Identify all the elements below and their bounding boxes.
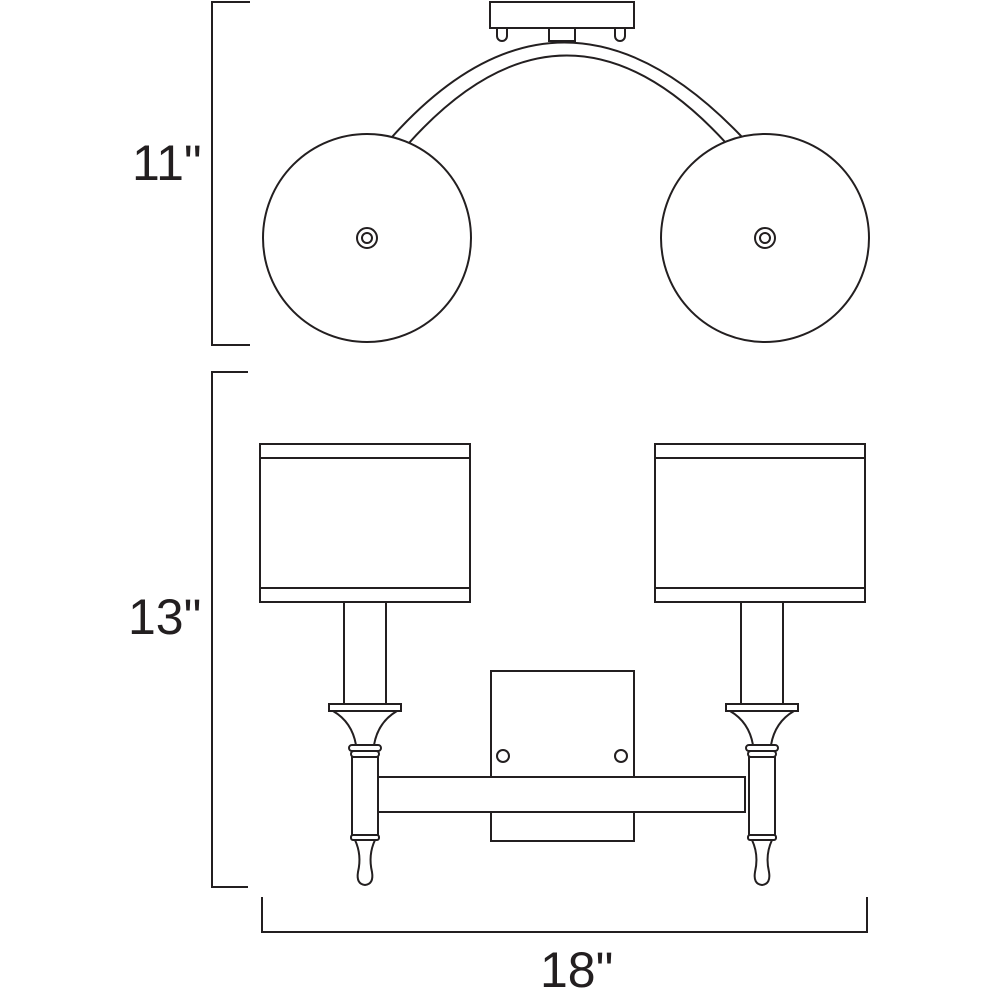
top-view bbox=[262, 1, 870, 343]
dimension-lines bbox=[211, 1, 868, 933]
dimension-label-front-height: 13" bbox=[128, 589, 202, 645]
dimension-label-top-height: 11" bbox=[132, 135, 202, 191]
shade-right bbox=[654, 443, 866, 603]
arc-arm-inner bbox=[408, 54, 727, 144]
candle-right bbox=[725, 601, 799, 886]
shade-top-right bbox=[660, 133, 870, 343]
shade-left bbox=[259, 443, 471, 603]
dimension-label-width: 18" bbox=[540, 942, 614, 998]
shade-top-left bbox=[262, 133, 472, 343]
backplate bbox=[490, 670, 635, 842]
front-view bbox=[259, 443, 866, 886]
candle-left bbox=[328, 601, 402, 886]
canopy-screw-left bbox=[496, 28, 508, 42]
crossbar bbox=[377, 776, 746, 813]
arc-arm-outer bbox=[391, 41, 743, 138]
canopy bbox=[489, 1, 635, 29]
canopy-screw-right bbox=[614, 28, 626, 42]
